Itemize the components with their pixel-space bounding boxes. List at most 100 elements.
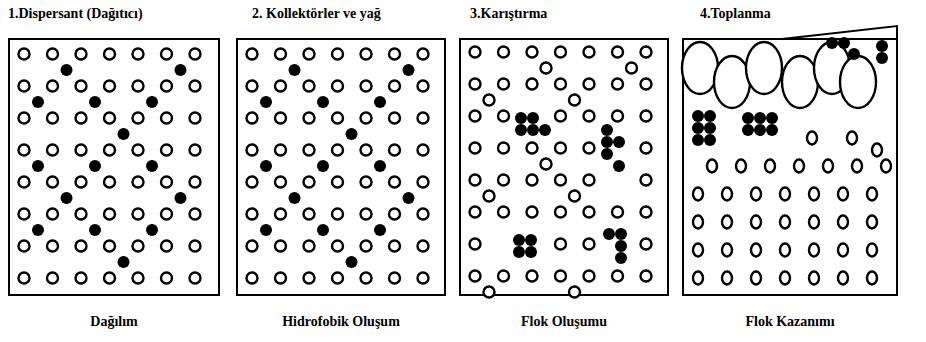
particle [722,244,732,257]
particle [555,143,566,154]
hydrophobic-particle [374,224,386,236]
particle [418,209,429,220]
particle [807,132,817,145]
particle [190,177,201,188]
particle [569,95,580,106]
particle [247,177,258,188]
particle [19,209,30,220]
particle [470,111,481,122]
hydrophobic-particle [603,228,615,240]
hydrophobic-particle [848,48,860,60]
particle [722,188,732,201]
particle [527,79,538,90]
particle [361,145,372,156]
particle [161,113,172,124]
particle [641,47,652,58]
particle [693,272,703,285]
panel-frame [237,39,445,295]
particle [104,49,115,60]
hydrophobic-particle [403,64,415,76]
hydrophobic-particle [403,192,415,204]
hydrophobic-particle [525,246,537,258]
particle [47,49,58,60]
particle [707,160,717,173]
particle [641,239,652,250]
particle [332,113,343,124]
particle [867,272,877,285]
hydrophobic-particle [289,192,301,204]
particle [555,111,566,122]
particle [418,177,429,188]
particle [389,113,400,124]
particle [838,244,848,257]
hydrophobic-particle [146,96,158,108]
particle [867,216,877,229]
hydrophobic-particle [692,134,704,146]
hydrophobic-particle [515,124,527,136]
particle [470,79,481,90]
particle [541,159,552,170]
particle [736,160,746,173]
particle [722,216,732,229]
particle [104,241,115,252]
particle [19,81,30,92]
particle [682,42,718,94]
stage-heading: 3.Karıştırma [470,6,547,22]
particle [872,144,882,157]
hydrophobic-particle [525,234,537,246]
hydrophobic-particle [32,160,44,172]
hydrophobic-particle [175,64,187,76]
particle [838,272,848,285]
particle [612,47,623,58]
particle [47,273,58,284]
particle [332,273,343,284]
particle [641,207,652,218]
particle [304,113,315,124]
particle [470,47,481,58]
particle [751,272,761,285]
particle-panel [459,38,669,296]
particle [498,207,509,218]
particle [161,209,172,220]
particle [867,188,877,201]
hydrophobic-particle [838,37,850,49]
particle [275,145,286,156]
particle [76,81,87,92]
stage-caption: Flok Oluşumu [459,314,669,330]
particle [104,273,115,284]
particle [133,177,144,188]
hydrophobic-particle [374,160,386,172]
hydrophobic-particle [613,160,625,172]
particle [751,244,761,257]
particle [133,49,144,60]
particle [714,56,750,108]
particle [809,272,819,285]
particle [641,79,652,90]
hydrophobic-particle [601,124,613,136]
hydrophobic-particle [704,134,716,146]
particle [361,81,372,92]
particle [470,207,481,218]
particle [584,47,595,58]
stage-panel: 4.ToplanmaFlok Kazanımı [682,0,898,342]
particle [361,209,372,220]
particle [19,49,30,60]
particle [304,81,315,92]
particle [332,177,343,188]
particle [612,111,623,122]
particle [133,241,144,252]
hydrophobic-particle [289,64,301,76]
hydrophobic-particle [513,234,525,246]
particle [527,175,538,186]
hydrophobic-particle [317,224,329,236]
particle [498,271,509,282]
hydrophobic-particle [32,96,44,108]
hydrophobic-particle [146,160,158,172]
hydrophobic-particle [61,64,73,76]
hydrophobic-particle [89,96,101,108]
particle [470,239,481,250]
particle [498,79,509,90]
particle [641,111,652,122]
panel-frame [9,39,219,295]
particle [361,113,372,124]
